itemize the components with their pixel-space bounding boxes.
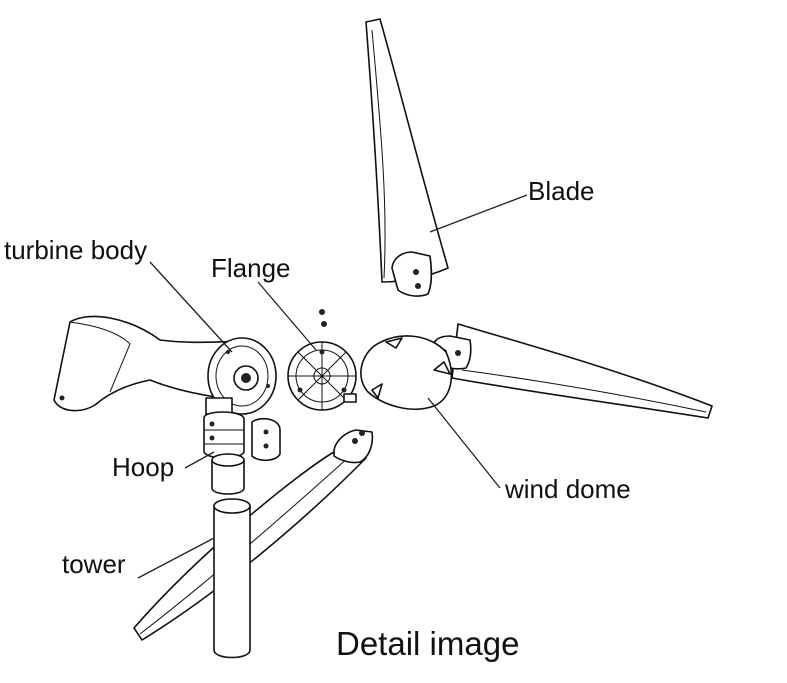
flange-disk [287, 309, 357, 411]
label-wind-dome: wind dome [505, 474, 631, 504]
turbine-body-drawing [53, 315, 277, 415]
label-hoop: Hoop [112, 452, 175, 482]
leader-lines [137, 194, 528, 579]
label-flange: Flange [211, 253, 291, 283]
hoop-clamps [203, 411, 281, 495]
right-blade [432, 323, 713, 419]
label-tower: tower [62, 549, 126, 579]
tower-pole [213, 498, 251, 659]
label-blade: Blade [528, 176, 595, 206]
top-blade [365, 18, 449, 297]
label-turbine-body: turbine body [4, 235, 148, 265]
wind-dome-drawing [360, 335, 453, 410]
caption: Detail image [336, 625, 520, 662]
